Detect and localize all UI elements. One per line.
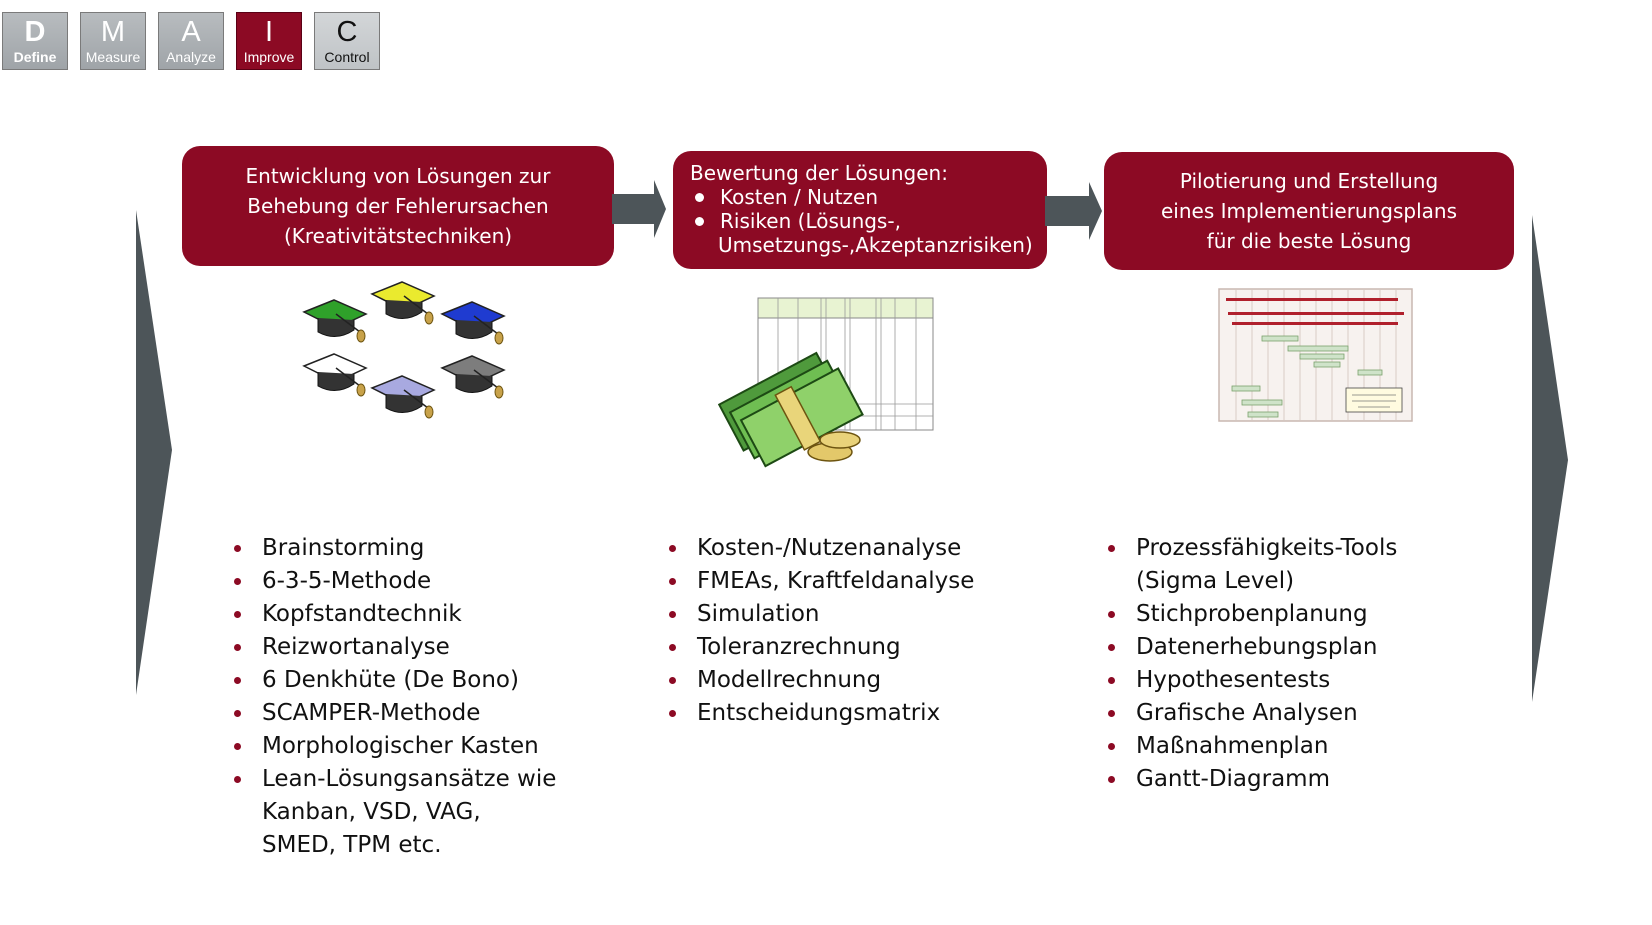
step-line: Entwicklung von Lösungen zur xyxy=(245,164,551,188)
list-item-continuation: SMED, TPM etc. xyxy=(262,832,442,858)
step-line: Behebung der Fehlerursachen xyxy=(247,194,549,218)
phase-tab-control[interactable]: C Control xyxy=(314,12,380,70)
phase-tab-improve[interactable]: I Improve xyxy=(236,12,302,70)
list-item: FMEAs, Kraftfeldanalyse xyxy=(669,565,974,598)
right-arrow-icon xyxy=(1045,182,1102,240)
list-item: Datenerhebungsplan xyxy=(1108,631,1397,664)
list-item: Hypothesentests xyxy=(1108,664,1397,697)
step-title: Bewertung der Lösungen: xyxy=(690,161,948,185)
step-box-develop-solutions: Entwicklung von Lösungen zur Behebung de… xyxy=(182,146,614,266)
step-bullet-continuation: Umsetzungs-,Akzeptanzrisiken) xyxy=(718,233,1033,257)
list-item: Morphologischer Kasten xyxy=(234,730,556,763)
creativity-techniques-list: Brainstorming 6-3-5-Methode Kopfstandtec… xyxy=(234,532,556,862)
list-item: Reizwortanalyse xyxy=(234,631,556,664)
list-item: Kosten-/Nutzenanalyse xyxy=(669,532,974,565)
phase-name: Analyze xyxy=(166,49,216,65)
list-item: Modellrechnung xyxy=(669,664,974,697)
list-item: Gantt-Diagramm xyxy=(1108,763,1397,796)
gantt-chart-icon xyxy=(1218,288,1413,422)
step-line: Pilotierung und Erstellung xyxy=(1179,169,1439,193)
step-bullet-list: Kosten / Nutzen Risiken (Lösungs-, Umset… xyxy=(690,185,1047,257)
step-line: (Kreativitätstechniken) xyxy=(283,224,513,248)
step-bullet: Risiken (Lösungs-, xyxy=(690,209,1047,233)
step-line: eines Implementierungsplans xyxy=(1160,199,1457,223)
phase-name: Measure xyxy=(85,49,141,65)
phase-tab-analyze[interactable]: A Analyze xyxy=(158,12,224,70)
list-item: Kopfstandtechnik xyxy=(234,598,556,631)
implementation-tools-list: Prozessfähigkeits-Tools (Sigma Level) St… xyxy=(1108,532,1397,796)
step-line: für die beste Lösung xyxy=(1206,229,1412,253)
list-item: Entscheidungsmatrix xyxy=(669,697,974,730)
right-chevron-shape xyxy=(1532,215,1568,702)
phase-letter: A xyxy=(181,16,201,48)
phase-letter: D xyxy=(24,16,46,48)
money-and-fmea-table-icon xyxy=(718,297,934,468)
step-box-pilot-implementation: Pilotierung und Erstellung eines Impleme… xyxy=(1104,152,1514,270)
list-item: Prozessfähigkeits-Tools xyxy=(1108,532,1397,565)
phase-letter: C xyxy=(336,16,358,48)
list-item: Maßnahmenplan xyxy=(1108,730,1397,763)
phase-name: Define xyxy=(13,49,57,65)
list-item: Toleranzrechnung xyxy=(669,631,974,664)
graduation-caps-icon xyxy=(303,281,505,419)
right-arrow-icon xyxy=(612,180,666,238)
list-item: Brainstorming xyxy=(234,532,556,565)
list-item: 6-3-5-Methode xyxy=(234,565,556,598)
phase-tab-measure[interactable]: M Measure xyxy=(80,12,146,70)
step-box-evaluate-solutions: Bewertung der Lösungen: Kosten / Nutzen … xyxy=(673,151,1047,269)
list-item-continuation: Kanban, VSD, VAG, xyxy=(262,799,481,825)
list-item-continuation: (Sigma Level) xyxy=(1136,568,1295,594)
list-item: Lean-Lösungsansätze wie xyxy=(234,763,556,796)
evaluation-methods-list: Kosten-/Nutzenanalyse FMEAs, Kraftfeldan… xyxy=(669,532,974,730)
list-item: Grafische Analysen xyxy=(1108,697,1397,730)
phase-letter: M xyxy=(100,16,126,48)
list-item: Stichprobenplanung xyxy=(1108,598,1397,631)
phase-name: Control xyxy=(324,49,370,65)
phase-letter: I xyxy=(264,16,274,48)
step-bullet: Kosten / Nutzen xyxy=(690,185,1047,209)
list-item: Simulation xyxy=(669,598,974,631)
phase-name: Improve xyxy=(243,49,295,65)
phase-tab-define[interactable]: D Define xyxy=(2,12,68,70)
list-item: SCAMPER-Methode xyxy=(234,697,556,730)
left-chevron-shape xyxy=(136,210,172,695)
list-item: 6 Denkhüte (De Bono) xyxy=(234,664,556,697)
